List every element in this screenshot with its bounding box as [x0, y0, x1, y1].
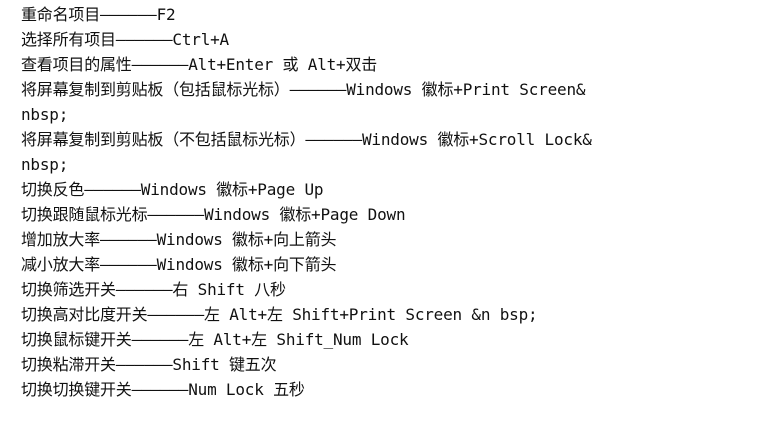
shortcut-line-sticky-keys: 切换粘滞开关——————Shift 键五次	[21, 355, 277, 374]
shortcut-line-copy-screen-without-cursor-cont: nbsp;	[21, 155, 69, 174]
shortcut-line-zoom-out: 减小放大率——————Windows 徽标+向下箭头	[21, 255, 337, 274]
shortcut-line-follow-cursor: 切换跟随鼠标光标——————Windows 徽标+Page Down	[21, 205, 406, 224]
shortcut-line-high-contrast: 切换高对比度开关——————左 Alt+左 Shift+Print Screen…	[21, 305, 538, 324]
shortcut-line-zoom-in: 增加放大率——————Windows 徽标+向上箭头	[21, 230, 337, 249]
shortcut-line-copy-screen-without-cursor: 将屏幕复制到剪贴板（不包括鼠标光标）——————Windows 徽标+Scrol…	[21, 130, 592, 149]
shortcut-line-invert-colors: 切换反色——————Windows 徽标+Page Up	[21, 180, 324, 199]
shortcut-line-toggle-keys: 切换切换键开关——————Num Lock 五秒	[21, 380, 305, 399]
shortcut-line-select-all: 选择所有项目——————Ctrl+A	[21, 30, 229, 49]
shortcut-line-rename: 重命名项目——————F2	[21, 5, 176, 24]
shortcut-line-properties: 查看项目的属性——————Alt+Enter 或 Alt+双击	[21, 55, 378, 74]
shortcut-document: 重命名项目——————F2 选择所有项目——————Ctrl+A 查看项目的属性…	[21, 2, 761, 402]
shortcut-line-copy-screen-with-cursor-cont: nbsp;	[21, 105, 69, 124]
shortcut-line-mouse-keys: 切换鼠标键开关——————左 Alt+左 Shift_Num Lock	[21, 330, 409, 349]
shortcut-line-copy-screen-with-cursor: 将屏幕复制到剪贴板（包括鼠标光标）——————Windows 徽标+Print …	[21, 80, 586, 99]
shortcut-line-filter-keys: 切换筛选开关——————右 Shift 八秒	[21, 280, 286, 299]
